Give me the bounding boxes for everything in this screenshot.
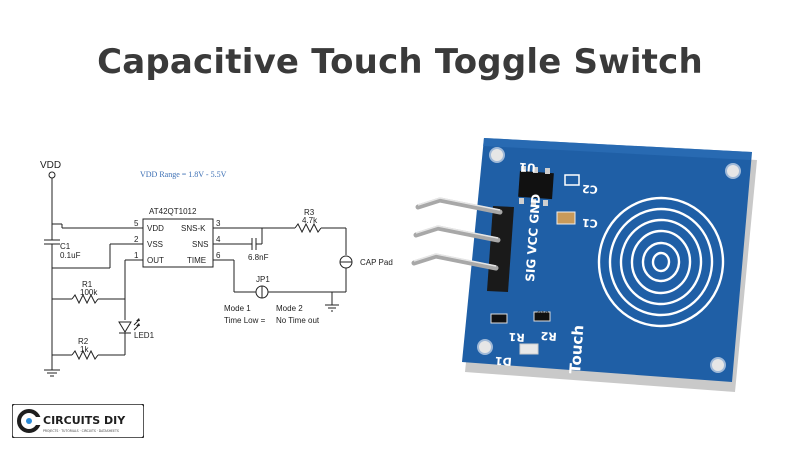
ic-body <box>142 218 214 268</box>
led1-symbol <box>118 321 132 333</box>
touch-pad-ring <box>608 207 714 317</box>
circuits-diy-logo: CIRCUITS DIY PROJECTS · TUTORIALS · CIRC… <box>12 404 144 438</box>
pin3-number: 3 <box>216 219 221 228</box>
touch-module-board: U1 C2 C1 SIG VCC GND R1 R2 D1 Touch 018 <box>411 138 757 392</box>
touch-pad-ring <box>651 251 671 273</box>
board-r2-label: R2 <box>540 329 557 343</box>
r3-label: R3 <box>304 208 315 217</box>
board-touch-label: Touch <box>566 324 587 374</box>
logo-brand: CIRCUITS DIY <box>43 414 126 427</box>
r1-value: 100k <box>80 288 98 297</box>
r2-resistor-smd <box>533 311 551 322</box>
mount-hole <box>725 163 741 179</box>
vdd-terminal <box>48 171 56 179</box>
d1-led <box>519 343 539 355</box>
pin4-number: 4 <box>216 235 221 244</box>
touch-pad-ring <box>619 218 703 306</box>
u1-chip <box>518 170 554 200</box>
board-chip-mark: 018 <box>537 310 549 318</box>
r1-label: R1 <box>82 280 93 289</box>
mode2-desc: No Time out <box>276 316 320 325</box>
ic-name: AT42QT1012 <box>149 207 197 216</box>
c1-label: C1 <box>60 242 71 251</box>
pin2-number: 2 <box>134 235 139 244</box>
board-u1-label: U1 <box>519 160 536 174</box>
pin6-number: 6 <box>216 251 221 260</box>
logo-mark-icon <box>17 409 41 433</box>
touch-pad-ring <box>597 196 725 328</box>
logo-tagline: PROJECTS · TUTORIALS · CIRCUITS · DATASH… <box>43 429 119 433</box>
c2-pad <box>564 174 580 186</box>
r3-resistor <box>294 222 322 234</box>
pin4-label: SNS <box>192 240 208 249</box>
pin3-label: SNS-K <box>181 224 206 233</box>
led1-label: LED1 <box>134 331 155 340</box>
cap-pad-label: CAP Pad <box>360 258 393 267</box>
page-title: Capacitive Touch Toggle Switch <box>97 42 703 82</box>
pin5-number: 5 <box>134 219 139 228</box>
header-pins-highlight <box>413 197 501 267</box>
board-c1-label: C1 <box>582 216 599 230</box>
r1-resistor-smd <box>490 313 508 324</box>
board-pins-label: SIG VCC GND <box>523 193 543 282</box>
pin1-number: 1 <box>134 251 139 260</box>
touch-pad-ring <box>641 241 681 283</box>
pin1-label: OUT <box>147 256 164 265</box>
pin2-label: VSS <box>147 240 163 249</box>
mode2-label: Mode 2 <box>276 304 303 313</box>
pin6-label: TIME <box>187 256 206 265</box>
board-r1-label: R1 <box>508 330 525 344</box>
r2-value: 1k <box>80 345 89 354</box>
jp1-label: JP1 <box>256 275 270 284</box>
r2-resistor <box>71 349 99 361</box>
r1-resistor <box>71 293 99 305</box>
mount-hole <box>489 147 505 163</box>
r3-value: 4.7k <box>302 216 318 225</box>
pin5-label: VDD <box>147 224 164 233</box>
c1-value: 0.1uF <box>60 251 81 260</box>
mount-hole <box>477 339 493 355</box>
vdd-range-label: VDD Range = 1.8V - 5.5V <box>140 170 227 179</box>
r2-label: R2 <box>78 337 89 346</box>
mode1-label: Mode 1 <box>224 304 251 313</box>
board-c2-label: C2 <box>582 182 599 196</box>
board-d1-label: D1 <box>495 354 513 368</box>
vdd-label: VDD <box>40 160 61 171</box>
mode1-desc: Time Low = <box>224 316 266 325</box>
cap-value: 6.8nF <box>248 253 269 262</box>
pin-header <box>487 206 514 292</box>
touch-pad-ring <box>630 229 692 295</box>
c1-capacitor <box>556 211 576 225</box>
mount-hole <box>710 357 726 373</box>
header-pins <box>411 197 503 271</box>
